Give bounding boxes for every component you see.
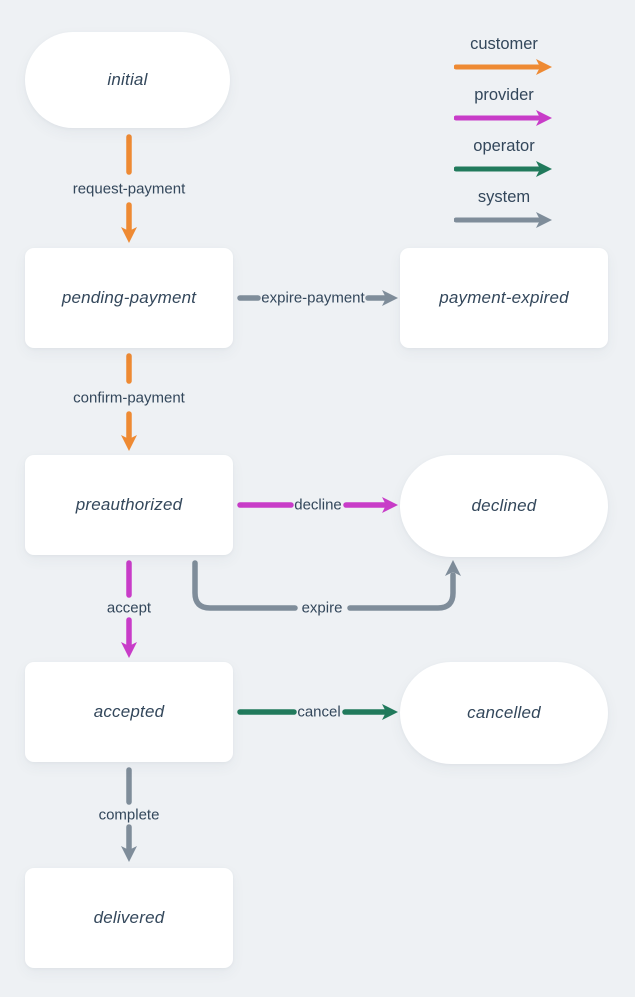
edge-label-cancel: cancel: [297, 703, 341, 721]
edge-confirm-payment-arrow: [121, 353, 137, 451]
node-delivered-label: delivered: [93, 908, 165, 927]
node-accepted-label: accepted: [93, 702, 165, 721]
legend-label-provider: provider: [474, 86, 534, 104]
legend-label-system: system: [477, 188, 531, 206]
node-pending-payment-label: pending-payment: [61, 288, 197, 307]
edge-complete-arrow: [121, 767, 137, 862]
legend-label-customer: customer: [470, 35, 538, 53]
node-pending-payment: pending-payment: [25, 248, 233, 348]
legend-item-operator: operator: [454, 135, 554, 177]
legend-item-customer: customer: [454, 33, 554, 75]
edge-cancel-arrow: [237, 704, 398, 720]
edge-label-request-payment: request-payment: [72, 180, 186, 198]
legend-label-operator: operator: [473, 137, 535, 155]
legend-arrow-provider-icon: [454, 110, 552, 126]
edge-label-decline: decline: [294, 496, 342, 514]
legend-arrow-system-icon: [454, 212, 552, 228]
legend-arrow-operator-icon: [454, 161, 552, 177]
edge-label-expire: expire: [301, 599, 343, 617]
legend-item-provider: provider: [454, 84, 554, 126]
node-delivered: delivered: [25, 868, 233, 968]
node-initial-label: initial: [107, 70, 148, 89]
node-cancelled: cancelled: [400, 662, 608, 764]
node-initial: initial: [25, 32, 230, 128]
node-cancelled-label: cancelled: [467, 703, 541, 722]
node-preauthorized: preauthorized: [25, 455, 233, 555]
edge-label-complete: complete: [98, 806, 160, 824]
node-accepted: accepted: [25, 662, 233, 762]
node-declined: declined: [400, 455, 608, 557]
edge-label-accept: accept: [106, 599, 152, 617]
edge-accept-arrow: [121, 560, 137, 658]
edge-expire-arrow: [192, 560, 461, 611]
legend-arrow-customer-icon: [454, 59, 552, 75]
edge-decline-arrow: [237, 497, 398, 513]
node-payment-expired-label: payment-expired: [439, 288, 569, 307]
legend-item-system: system: [454, 186, 554, 228]
edge-expire-payment-arrow: [237, 290, 398, 306]
edge-label-confirm-payment: confirm-payment: [73, 389, 185, 407]
edge-label-expire-payment: expire-payment: [261, 289, 365, 307]
edge-request-payment-arrow: [121, 134, 137, 243]
node-payment-expired: payment-expired: [400, 248, 608, 348]
node-preauthorized-label: preauthorized: [75, 495, 183, 514]
node-declined-label: declined: [471, 496, 537, 515]
legend: customer provider operator system: [440, 33, 568, 237]
